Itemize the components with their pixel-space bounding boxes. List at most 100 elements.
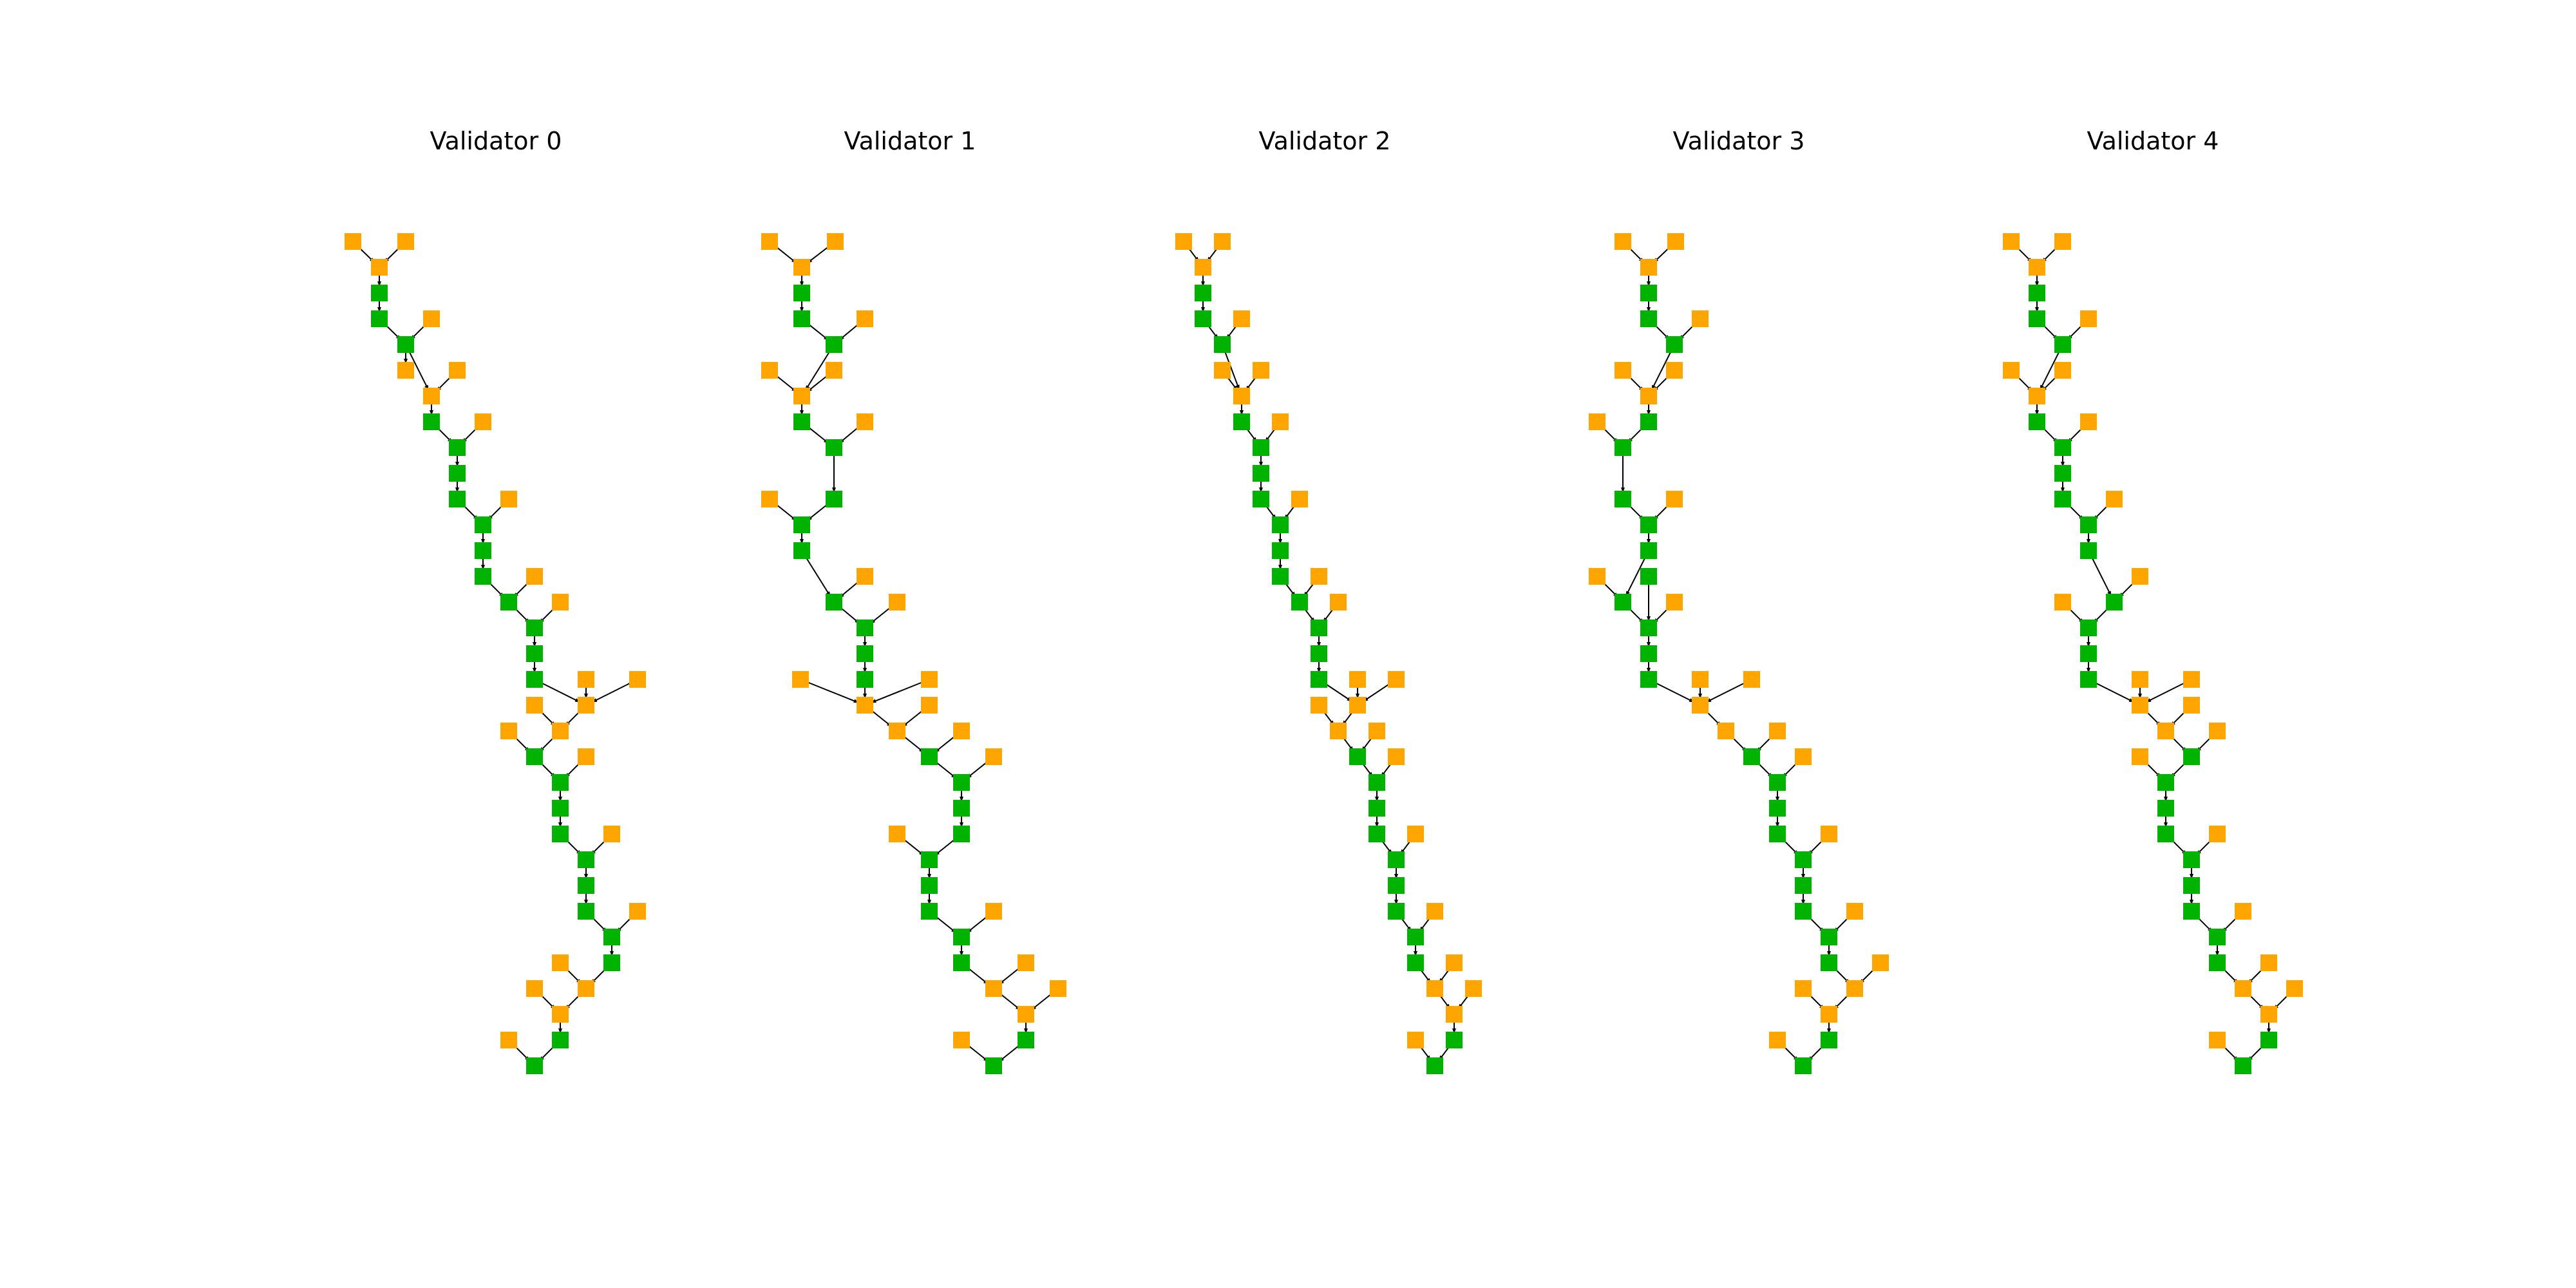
canonical-block-node bbox=[1640, 516, 1657, 533]
orphan-block-node bbox=[1330, 723, 1347, 739]
orphan-block-node bbox=[629, 671, 646, 688]
orphan-block-node bbox=[2286, 980, 2303, 997]
canonical-block-node bbox=[449, 439, 466, 456]
orphan-block-node bbox=[603, 826, 620, 842]
canonical-block-node bbox=[826, 336, 842, 353]
orphan-block-node bbox=[578, 671, 594, 688]
orphan-block-node bbox=[2132, 748, 2148, 765]
edge-arrowhead bbox=[2061, 462, 2065, 467]
canonical-block-node bbox=[1349, 748, 1366, 765]
edge-arrowhead bbox=[481, 539, 485, 544]
canonical-block-node bbox=[2054, 465, 2071, 482]
orphan-block-node bbox=[1233, 388, 1250, 404]
orphan-block-node bbox=[1426, 903, 1443, 920]
orphan-block-node bbox=[921, 671, 938, 688]
canonical-block-node bbox=[1253, 465, 1269, 482]
orphan-block-node bbox=[2054, 362, 2071, 379]
edge-arrowhead bbox=[1698, 694, 1702, 699]
canonical-block-node bbox=[985, 1057, 1002, 1074]
orphan-block-node bbox=[953, 723, 970, 739]
canonical-block-node bbox=[449, 465, 466, 482]
canonical-block-node bbox=[603, 954, 620, 971]
orphan-block-node bbox=[889, 723, 905, 739]
orphan-block-node bbox=[1272, 413, 1289, 430]
validator-graph-0 bbox=[345, 233, 646, 1074]
canonical-block-node bbox=[2183, 851, 2200, 868]
edge-arrowhead bbox=[1375, 797, 1379, 802]
canonical-block-node bbox=[2029, 285, 2045, 301]
canonical-block-node bbox=[1640, 671, 1657, 688]
orphan-block-node bbox=[1349, 671, 1366, 688]
orphan-block-node bbox=[500, 1032, 517, 1048]
canonical-block-node bbox=[1272, 516, 1289, 533]
orphan-block-node bbox=[1175, 233, 1192, 250]
canonical-block-node bbox=[1795, 851, 1812, 868]
canonical-block-node bbox=[1388, 877, 1405, 894]
orphan-block-node bbox=[500, 723, 517, 739]
canonical-block-node bbox=[793, 516, 810, 533]
canonical-block-node bbox=[371, 310, 388, 327]
canonical-block-node bbox=[2029, 413, 2045, 430]
canonical-block-node bbox=[953, 774, 970, 791]
canonical-block-node bbox=[1195, 285, 1211, 301]
canonical-block-node bbox=[953, 800, 970, 817]
edge-arrowhead bbox=[1452, 1028, 1456, 1034]
orphan-block-node bbox=[1821, 1006, 1837, 1023]
canonical-block-node bbox=[2054, 439, 2071, 456]
orphan-block-node bbox=[2132, 568, 2148, 585]
canonical-block-node bbox=[526, 671, 543, 688]
canonical-block-node bbox=[552, 800, 569, 817]
orphan-block-node bbox=[1407, 1032, 1424, 1048]
edge-arrowhead bbox=[927, 874, 931, 879]
edge-arrowhead bbox=[2035, 410, 2039, 415]
edge-arrowhead bbox=[1647, 642, 1651, 647]
canonical-block-node bbox=[2260, 1032, 2277, 1048]
edge-arrowhead bbox=[1259, 462, 1263, 467]
canonical-block-node bbox=[1795, 903, 1812, 920]
orphan-block-node bbox=[1368, 723, 1385, 739]
canonical-block-node bbox=[1388, 851, 1405, 868]
edge bbox=[873, 679, 930, 703]
edge-arrowhead bbox=[960, 822, 963, 828]
canonical-block-node bbox=[1795, 877, 1812, 894]
orphan-block-node bbox=[2209, 1032, 2226, 1048]
canonical-block-node bbox=[1253, 439, 1269, 456]
edge-arrowhead bbox=[481, 565, 485, 570]
orphan-block-node bbox=[1311, 697, 1327, 714]
edge-arrowhead bbox=[377, 307, 381, 312]
canonical-block-node bbox=[953, 826, 970, 842]
canonical-block-node bbox=[1640, 645, 1657, 662]
orphan-block-node bbox=[1349, 697, 1366, 714]
canonical-block-node bbox=[1018, 1032, 1034, 1048]
edge-arrowhead bbox=[1024, 1028, 1028, 1034]
canonical-block-node bbox=[2054, 491, 2071, 507]
edge-arrowhead bbox=[1414, 951, 1417, 956]
edge-arrowhead bbox=[832, 488, 836, 493]
orphan-block-node bbox=[1195, 259, 1211, 276]
orphan-block-node bbox=[1465, 980, 1482, 997]
orphan-block-node bbox=[1330, 594, 1347, 611]
orphan-block-node bbox=[1407, 826, 1424, 842]
orphan-block-node bbox=[1615, 233, 1631, 250]
orphan-block-node bbox=[1640, 259, 1657, 276]
edge-arrowhead bbox=[2190, 900, 2193, 905]
canonical-block-node bbox=[1666, 336, 1683, 353]
orphan-block-node bbox=[475, 413, 491, 430]
canonical-block-node bbox=[921, 877, 938, 894]
canonical-block-node bbox=[1769, 774, 1786, 791]
canonical-block-node bbox=[1769, 800, 1786, 817]
orphan-block-node bbox=[371, 259, 388, 276]
edge-arrowhead bbox=[2087, 642, 2090, 647]
edge-arrowhead bbox=[1776, 822, 1779, 828]
orphan-block-node bbox=[1388, 671, 1405, 688]
validator-graph-3 bbox=[1589, 233, 1889, 1074]
orphan-block-node bbox=[1291, 491, 1308, 507]
canonical-block-node bbox=[1195, 310, 1211, 327]
canonical-block-node bbox=[953, 929, 970, 945]
canonical-block-node bbox=[2080, 516, 2097, 533]
orphan-block-node bbox=[1666, 362, 1683, 379]
canonical-block-node bbox=[1272, 542, 1289, 559]
edge-arrowhead bbox=[2035, 281, 2039, 287]
orphan-block-node bbox=[1233, 310, 1250, 327]
canonical-block-node bbox=[1214, 336, 1231, 353]
